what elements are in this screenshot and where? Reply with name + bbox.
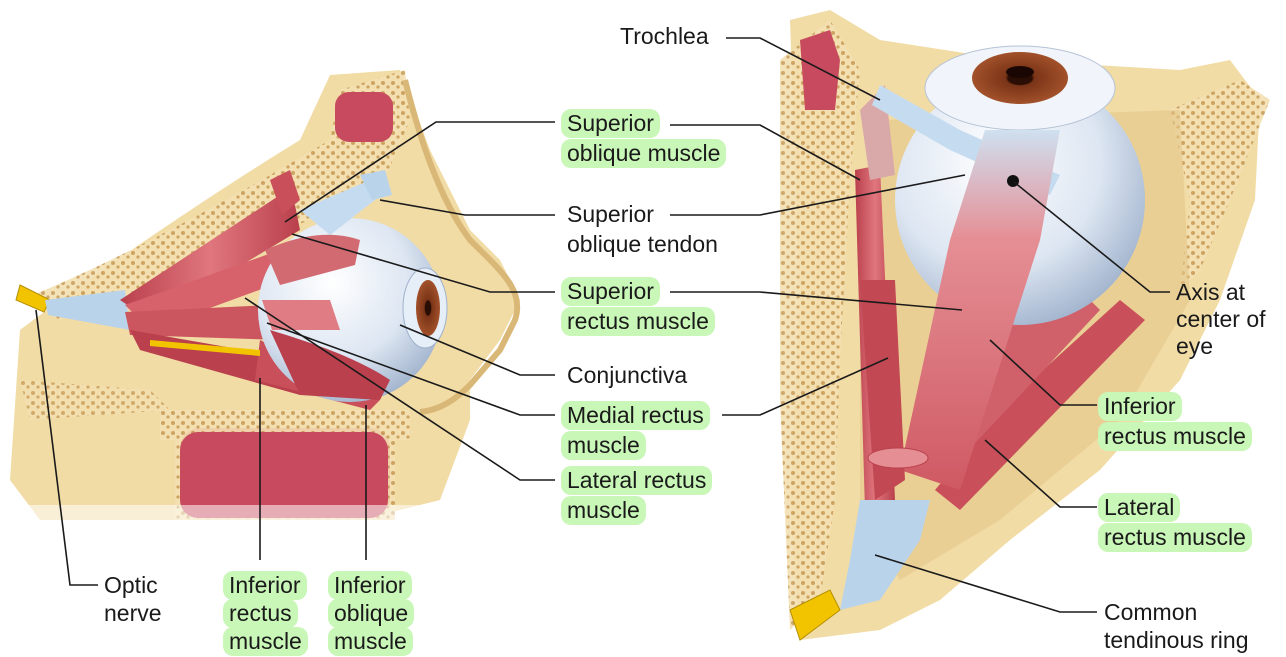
label-line: Superior xyxy=(561,109,660,138)
label-inferior-rectus-muscle-right: Inferior rectus muscle xyxy=(1098,392,1252,451)
left-lateral-view xyxy=(0,70,521,535)
label-line: oblique xyxy=(328,599,415,628)
label-line: Inferior xyxy=(223,571,307,600)
label-line: nerve xyxy=(104,600,162,626)
label-lateral-rectus-muscle-center: Lateral rectus muscle xyxy=(561,466,713,525)
label-trochlea: Trochlea xyxy=(620,23,709,49)
label-line: Lateral xyxy=(1098,493,1181,522)
label-superior-oblique-muscle: Superior oblique muscle xyxy=(561,109,727,168)
label-line: rectus muscle xyxy=(1098,422,1252,451)
label-line: eye xyxy=(1176,333,1214,359)
label-common-tendinous-ring: Common tendinous ring xyxy=(1104,599,1249,653)
label-line: Inferior xyxy=(328,571,412,600)
label-trochlea-text: Trochlea xyxy=(620,23,709,49)
label-inferior-oblique-muscle: Inferior oblique muscle xyxy=(328,571,415,656)
label-medial-rectus-muscle: Medial rectus muscle xyxy=(561,401,710,460)
label-line: Lateral rectus xyxy=(561,466,713,495)
label-line: Superior xyxy=(561,277,660,306)
label-line: muscle xyxy=(223,627,308,656)
label-superior-rectus-muscle: Superior rectus muscle xyxy=(561,277,715,336)
label-conjunctiva: Conjunctiva xyxy=(567,362,687,388)
label-inferior-rectus-muscle-left: Inferior rectus muscle xyxy=(223,571,308,656)
label-line: Superior xyxy=(567,201,654,227)
label-line: Medial rectus xyxy=(561,401,710,430)
label-line: Optic xyxy=(104,572,158,598)
label-axis-at-center-of-eye: Axis at center of eye xyxy=(1176,279,1266,359)
label-line: muscle xyxy=(561,496,646,525)
label-line: muscle xyxy=(328,627,413,656)
right-superior-view xyxy=(780,10,1270,641)
label-lateral-rectus-muscle-right: Lateral rectus muscle xyxy=(1098,493,1252,552)
label-superior-oblique-tendon: Superior oblique tendon xyxy=(567,201,718,257)
label-line: Axis at xyxy=(1176,279,1246,305)
label-line: oblique muscle xyxy=(561,139,727,168)
leader-lines xyxy=(35,37,1170,613)
label-optic-nerve: Optic nerve xyxy=(104,572,162,626)
label-line: muscle xyxy=(561,431,646,460)
label-line: rectus xyxy=(223,599,298,628)
label-line: oblique tendon xyxy=(567,231,718,257)
label-line: Inferior xyxy=(1098,392,1182,421)
label-line: center of xyxy=(1176,306,1266,332)
label-line: Conjunctiva xyxy=(567,362,688,388)
label-line: rectus muscle xyxy=(561,307,715,336)
label-line: Common xyxy=(1104,599,1198,625)
label-line: tendinous ring xyxy=(1104,627,1249,653)
label-line: rectus muscle xyxy=(1098,523,1252,552)
